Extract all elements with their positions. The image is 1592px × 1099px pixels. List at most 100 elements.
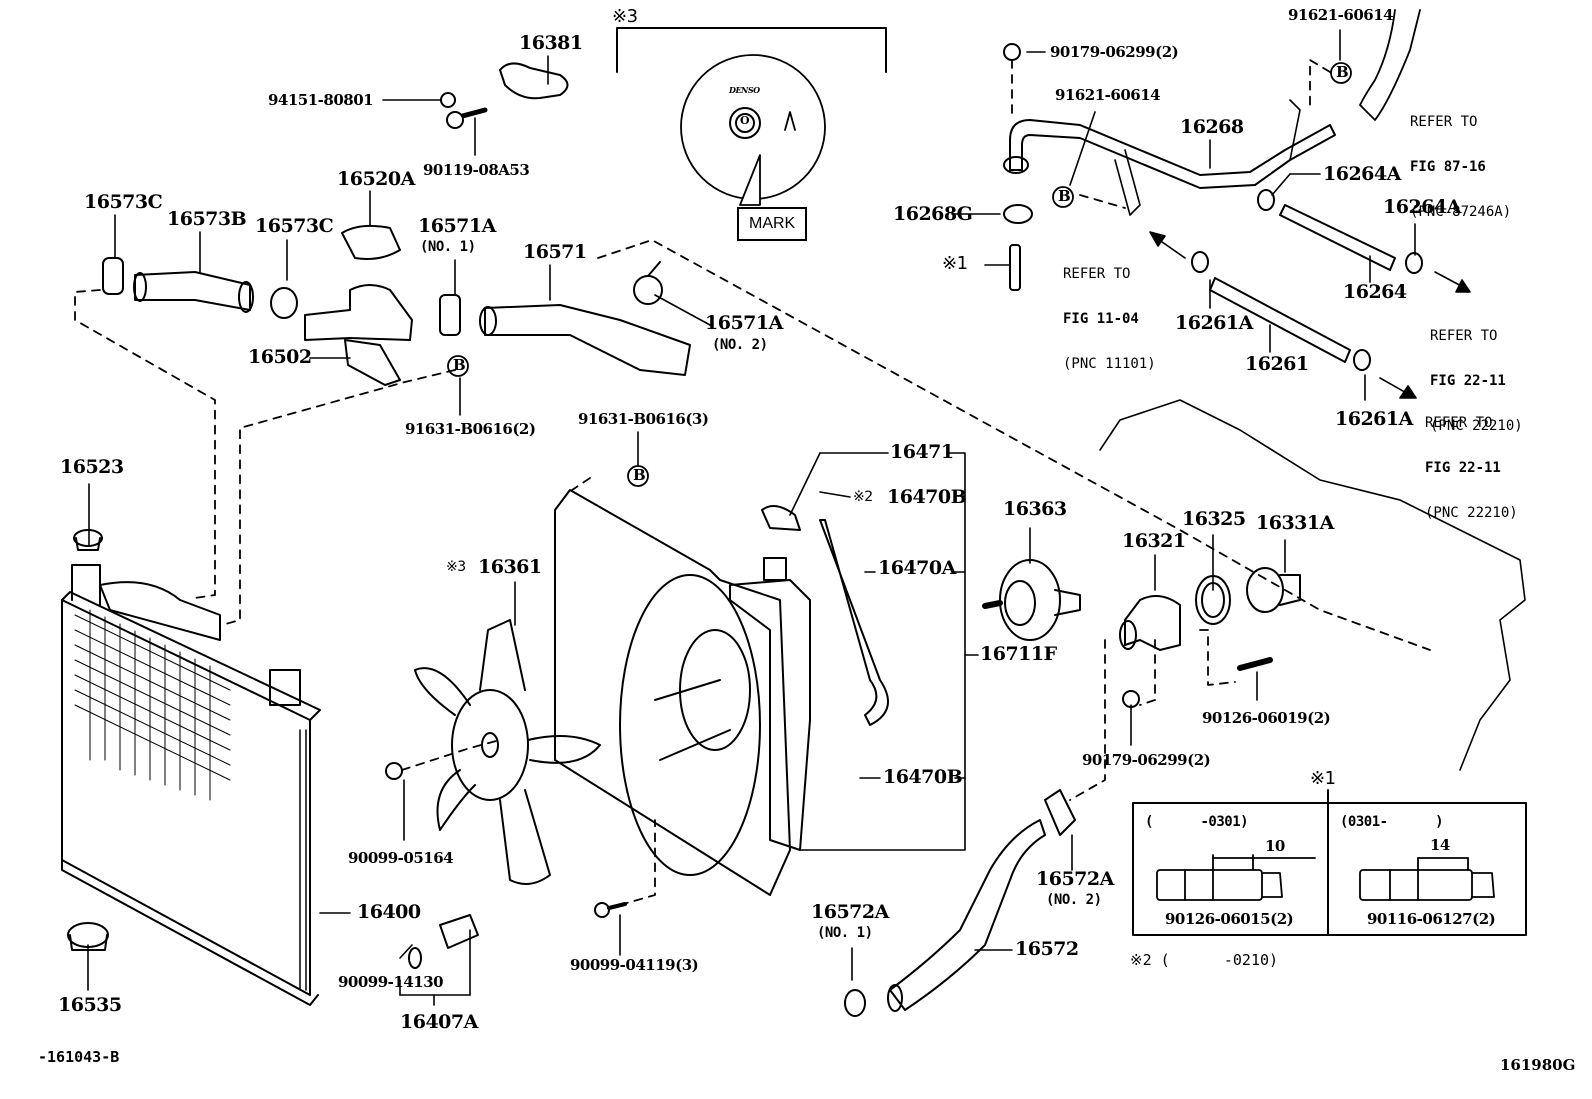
- part-label-16361[interactable]: 16361: [478, 556, 542, 578]
- part-label-16571A-no1[interactable]: 16571A: [418, 215, 496, 237]
- note3-symbol: ※3: [612, 6, 638, 27]
- leader-lines: [87, 29, 1416, 1006]
- part-label-16471[interactable]: 16471: [890, 441, 954, 463]
- part-label-16268G[interactable]: 16268G: [893, 203, 973, 225]
- denso-label: DENSO: [729, 85, 760, 95]
- reference-fig-22-11[interactable]: REFER TO FIG 22-11 (PNC 22210): [1425, 386, 1518, 536]
- reference-line: (PNC 22210): [1430, 418, 1523, 434]
- reference-line: FIG 11-04: [1063, 311, 1139, 327]
- part-label-91621-60614-mid[interactable]: 91621-60614: [1055, 86, 1161, 104]
- part-label-16470A[interactable]: 16470A: [878, 557, 956, 579]
- part-label-90179-06299-upper[interactable]: 90179-06299(2): [1050, 43, 1179, 61]
- part-label-16573B[interactable]: 16573B: [167, 208, 247, 230]
- part-label-16711F[interactable]: 16711F: [980, 643, 1057, 665]
- reference-fig-87-16[interactable]: REFER TO FIG 87-16 (PNC 87246A): [1410, 85, 1511, 235]
- part-label-91631-B0616-2[interactable]: 91631-B0616(2): [405, 420, 536, 438]
- note1-left-dimension: 10: [1265, 837, 1285, 855]
- reference-line: REFER TO: [1063, 266, 1131, 282]
- part-label-16407A[interactable]: 16407A: [400, 1011, 478, 1033]
- callout-b: B: [453, 356, 466, 374]
- engine-outline: [1099, 399, 1526, 771]
- part-label-16571A-no2[interactable]: 16571A: [705, 312, 783, 334]
- fan-16361: [414, 619, 601, 885]
- part-label-16400[interactable]: 16400: [357, 901, 421, 923]
- part-label-16381[interactable]: 16381: [519, 32, 583, 54]
- callout-b: B: [1058, 187, 1071, 205]
- part-label-16363[interactable]: 16363: [1003, 498, 1067, 520]
- part-label-16571A-no2-sub: (NO. 2): [712, 337, 768, 353]
- reference-line: (PNC 11101): [1063, 356, 1156, 372]
- reference-fig-11-04[interactable]: REFER TO FIG 11-04 (PNC 11101): [1063, 237, 1156, 387]
- part-label-16261A[interactable]: 16261A: [1175, 312, 1253, 334]
- reference-line: REFER TO: [1430, 328, 1498, 344]
- note1-left-part[interactable]: 90126-06015(2): [1165, 910, 1294, 928]
- part-label-16535[interactable]: 16535: [58, 994, 122, 1016]
- part-label-91621-60614-top[interactable]: 91621-60614: [1288, 6, 1394, 24]
- note2-range: ※2 ( -0210): [1130, 951, 1279, 969]
- note1-right-part[interactable]: 90116-06127(2): [1367, 910, 1496, 928]
- callout-b: B: [1336, 63, 1349, 81]
- part-label-16572A-no2[interactable]: 16572A: [1036, 868, 1114, 890]
- reference-fig-22-11[interactable]: REFER TO FIG 22-11 (PNC 22210): [1430, 299, 1523, 449]
- part-label-16572[interactable]: 16572: [1015, 938, 1079, 960]
- part-label-16331A[interactable]: 16331A: [1256, 512, 1334, 534]
- part-label-16261[interactable]: 16261: [1245, 353, 1309, 375]
- note1-title: ※1: [1310, 768, 1336, 789]
- part-label-16470B[interactable]: 16470B: [883, 766, 963, 788]
- mark-callout: MARK: [737, 207, 808, 241]
- part-label-16523[interactable]: 16523: [60, 456, 124, 478]
- part-label-91631-B0616-3[interactable]: 91631-B0616(3): [578, 410, 709, 428]
- reference-line: FIG 87-16: [1410, 159, 1486, 175]
- part-note-16470B: ※2: [853, 489, 873, 505]
- part-label-16573C[interactable]: 16573C: [255, 215, 334, 237]
- part-note1-stud[interactable]: ※1: [942, 253, 968, 274]
- note1-right-dimension: 14: [1430, 836, 1450, 854]
- reference-arrows: [1149, 231, 1471, 399]
- note1-right-range: (0301- ): [1340, 814, 1444, 830]
- part-label-16502[interactable]: 16502: [248, 346, 312, 368]
- nut: [440, 92, 456, 108]
- part-label-90119-08A53[interactable]: 90119-08A53: [423, 161, 530, 179]
- part-label-16520A[interactable]: 16520A: [337, 168, 415, 190]
- callout-b-markers: [447, 62, 1352, 487]
- bracket-16381: [499, 62, 569, 100]
- part-label-94151-80801[interactable]: 94151-80801: [268, 91, 374, 109]
- footer-right-code: 161980G: [1500, 1056, 1576, 1074]
- part-label-90099-04119[interactable]: 90099-04119(3): [570, 956, 699, 974]
- part-label-16325[interactable]: 16325: [1182, 508, 1246, 530]
- part-label-16268[interactable]: 16268: [1180, 116, 1244, 138]
- fan-motor-16363: [982, 559, 1081, 641]
- note1-box: [1132, 789, 1527, 936]
- part-label-16571A-no1-sub: (NO. 1): [420, 239, 476, 255]
- part-note-16361: ※3: [446, 559, 466, 575]
- part-label-16470B[interactable]: 16470B: [887, 486, 967, 508]
- part-label-16264A[interactable]: 16264A: [1323, 163, 1401, 185]
- part-label-90099-05164[interactable]: 90099-05164: [348, 849, 454, 867]
- radiator-16400: [61, 564, 321, 1006]
- part-label-16261A[interactable]: 16261A: [1335, 408, 1413, 430]
- part-label-16264[interactable]: 16264: [1343, 281, 1407, 303]
- part-label-16321[interactable]: 16321: [1122, 530, 1186, 552]
- fan-shroud-16711F: [554, 489, 791, 896]
- part-label-90126-06019[interactable]: 90126-06019(2): [1202, 709, 1331, 727]
- part-label-16571[interactable]: 16571: [523, 241, 587, 263]
- reference-line: (PNC 22210): [1425, 505, 1518, 521]
- reference-line: FIG 22-11: [1425, 460, 1501, 476]
- callout-b: B: [633, 466, 646, 484]
- reference-line: (PNC 87246A): [1410, 204, 1512, 220]
- part-label-16572A-no1-sub: (NO. 1): [817, 925, 873, 941]
- part-label-16572A-no1[interactable]: 16572A: [811, 901, 889, 923]
- part-label-16573C[interactable]: 16573C: [84, 191, 163, 213]
- radiator-core-grid: [74, 609, 231, 801]
- assembly-dashed-lines: [74, 59, 1431, 906]
- reference-line: REFER TO: [1425, 415, 1493, 431]
- part-label-90179-06299-lower[interactable]: 90179-06299(2): [1082, 751, 1211, 769]
- reference-line: REFER TO: [1410, 114, 1478, 130]
- part-label-90099-14130[interactable]: 90099-14130: [338, 973, 444, 991]
- denso-o-symbol: O: [740, 114, 750, 127]
- reference-line: FIG 22-11: [1430, 373, 1506, 389]
- part-label-16264A[interactable]: 16264A: [1383, 196, 1461, 218]
- note1-left-range: ( -0301): [1145, 814, 1249, 830]
